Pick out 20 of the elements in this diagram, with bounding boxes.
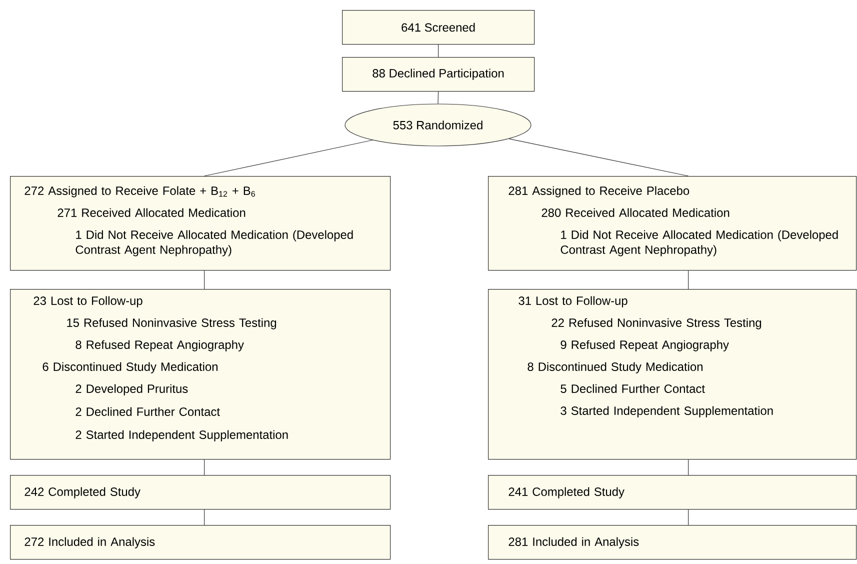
flow-box: 281 Assigned to Receive Placebo 280 Received Allocated Medication 1 Did Not Receive Allocated Medication (Developed Contrast Agent Nephropathy) xyxy=(488,176,857,271)
connector-line xyxy=(204,509,205,526)
connector-line xyxy=(204,270,205,290)
connector-line xyxy=(688,509,689,526)
flow-box: 241 Completed Study xyxy=(488,475,857,510)
flow-box: 31 Lost to Follow-up 22 Refused Noninvasive Stress Testing 9 Refused Repeat Angiography 8 Discontinued Study Medication 5 Declined Further Contact 3 Started Independent Supplementation xyxy=(488,289,857,460)
flow-box: 272 Included in Analysis xyxy=(10,525,391,560)
connector-line xyxy=(204,459,205,476)
connector-line xyxy=(438,91,439,104)
flow-box: 88 Declined Participation xyxy=(342,57,535,92)
flow-box: 641 Screened xyxy=(342,10,535,45)
flow-box: 272 Assigned to Receive Folate + B$_{12}$ + B$_{6}$ 271 Received Allocated Medication 1 Did Not Receive Allocated Medication (Developed Contrast Agent Nephropathy) xyxy=(10,176,391,271)
connector-line xyxy=(438,44,439,58)
flow-box: 23 Lost to Follow-up 15 Refused Noninvasive Stress Testing 8 Refused Repeat Angiography 6 Discontinued Study Medication 2 Developed Pruritus 2 Declined Further Contact 2 Started Independent Supplementation xyxy=(10,289,391,460)
flow-box: 242 Completed Study xyxy=(10,475,391,510)
connector-line xyxy=(508,138,689,176)
connector-line xyxy=(688,270,689,290)
flow-box: 281 Included in Analysis xyxy=(488,525,857,560)
connector-line xyxy=(688,459,689,476)
connector-line xyxy=(204,140,373,176)
